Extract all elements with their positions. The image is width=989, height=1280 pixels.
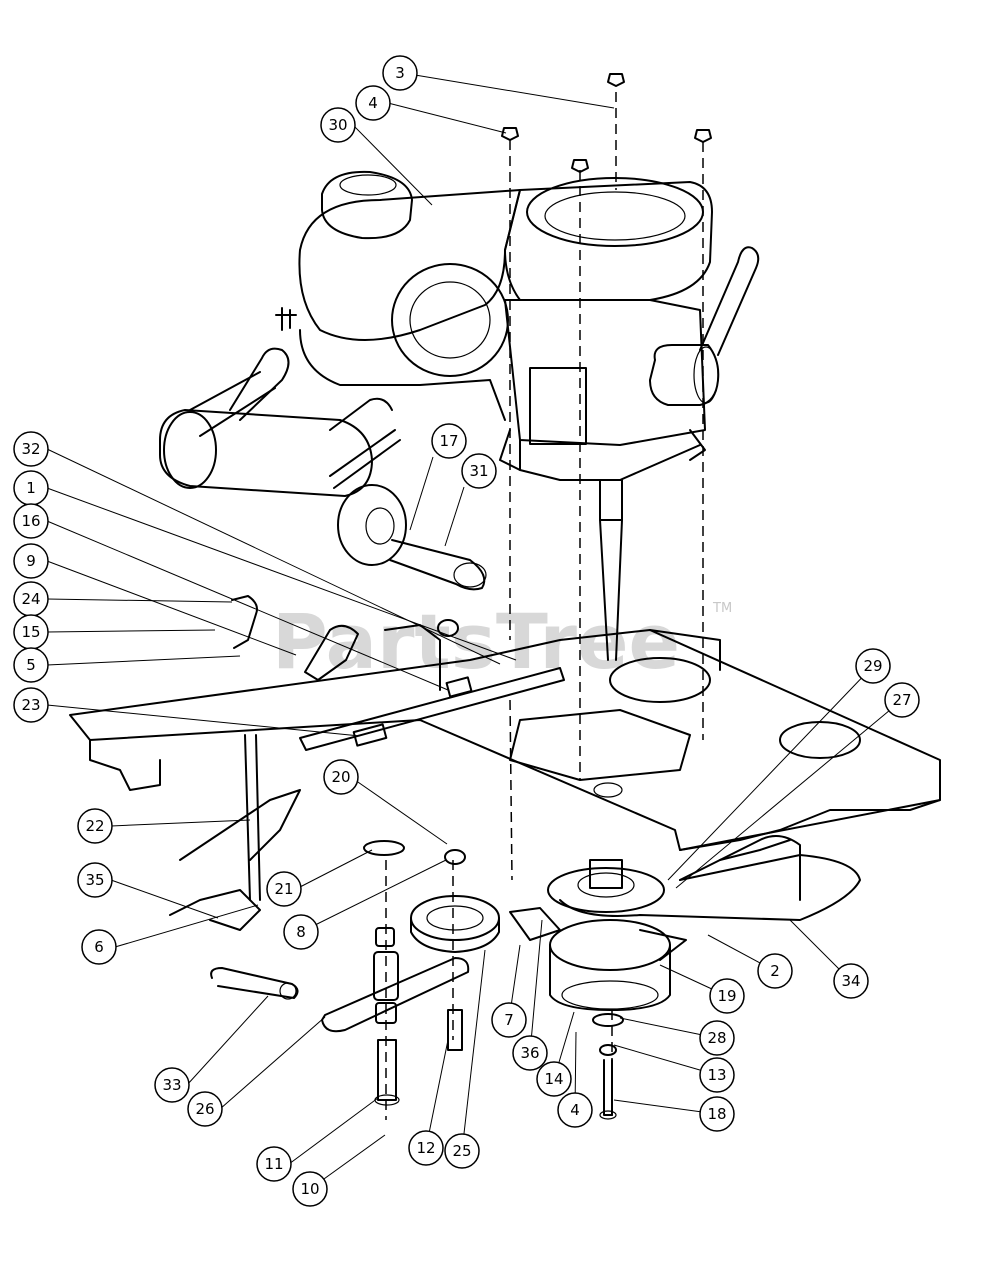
callout-10: 10 — [292, 1171, 328, 1207]
callout-label: 32 — [21, 440, 40, 458]
engine — [275, 170, 760, 661]
callout-26: 26 — [187, 1091, 223, 1127]
watermark: PartsTree TM — [272, 597, 732, 686]
callout-label: 6 — [94, 938, 104, 956]
callout-label: 7 — [504, 1011, 514, 1029]
callout-label: 14 — [544, 1070, 563, 1088]
callout-label: 36 — [520, 1044, 539, 1062]
callout-label: 12 — [416, 1139, 435, 1157]
callout-label: 17 — [439, 432, 458, 450]
callout-label: 13 — [707, 1066, 726, 1084]
callout-8: 8 — [283, 914, 319, 950]
callout-15: 15 — [13, 614, 49, 650]
callout-label: 24 — [21, 590, 40, 608]
callout-label: 10 — [300, 1180, 319, 1198]
callout-label: 4 — [368, 94, 378, 112]
callout-36: 36 — [512, 1035, 548, 1071]
callout-label: 27 — [892, 691, 911, 709]
frame-deck — [69, 629, 941, 901]
callout-label: 15 — [21, 623, 40, 641]
callout-label: 35 — [85, 871, 104, 889]
callout-label: 18 — [707, 1105, 726, 1123]
callout-4b: 4 — [557, 1092, 593, 1128]
callout-label: 30 — [328, 116, 347, 134]
callout-label: 1 — [26, 479, 36, 497]
callout-25: 25 — [444, 1133, 480, 1169]
callout-label: 33 — [162, 1076, 181, 1094]
muffler — [159, 347, 487, 591]
callout-29: 29 — [855, 648, 891, 684]
callout-label: 29 — [863, 657, 882, 675]
callout-label: 16 — [21, 512, 40, 530]
callout-23: 23 — [13, 687, 49, 723]
callout-13: 13 — [699, 1057, 735, 1093]
callout-34: 34 — [833, 963, 869, 999]
callout-label: 22 — [85, 817, 104, 835]
callout-label: 11 — [264, 1155, 283, 1173]
callout-14: 14 — [536, 1061, 572, 1097]
callout-24: 24 — [13, 581, 49, 617]
callout-label: 4 — [570, 1101, 580, 1119]
callout-19: 19 — [709, 978, 745, 1014]
callout-5: 5 — [13, 647, 49, 683]
callout-32: 32 — [13, 431, 49, 467]
callout-label: 26 — [195, 1100, 214, 1118]
callout-label: 2 — [770, 962, 780, 980]
pulleys — [210, 840, 861, 1120]
callout-7: 7 — [491, 1002, 527, 1038]
callout-label: 25 — [452, 1142, 471, 1160]
callout-label: 19 — [717, 987, 736, 1005]
callout-label: 31 — [469, 462, 488, 480]
callout-label: 23 — [21, 696, 40, 714]
callout-9: 9 — [13, 543, 49, 579]
callout-28: 28 — [699, 1020, 735, 1056]
callout-11: 11 — [256, 1146, 292, 1182]
callout-4: 4 — [355, 85, 391, 121]
callout-35: 35 — [77, 862, 113, 898]
callout-6: 6 — [81, 929, 117, 965]
callout-27: 27 — [884, 682, 920, 718]
callout-16: 16 — [13, 503, 49, 539]
callout-18: 18 — [699, 1096, 735, 1132]
callout-label: 34 — [841, 972, 860, 990]
callout-22: 22 — [77, 808, 113, 844]
callout-30: 30 — [320, 107, 356, 143]
leader-lines — [46, 74, 903, 1190]
callout-33: 33 — [154, 1067, 190, 1103]
callout-label: 8 — [296, 923, 306, 941]
callout-1: 1 — [13, 470, 49, 506]
callout-label: 28 — [707, 1029, 726, 1047]
watermark-text: PartsTree — [272, 597, 680, 686]
callout-label: 3 — [395, 64, 405, 82]
callout-label: 20 — [331, 768, 350, 786]
callout-label: 21 — [274, 880, 293, 898]
callout-20: 20 — [323, 759, 359, 795]
callout-31: 31 — [461, 453, 497, 489]
callout-21: 21 — [266, 871, 302, 907]
callout-label: 9 — [26, 552, 36, 570]
watermark-trademark: TM — [712, 601, 732, 616]
callout-17: 17 — [431, 423, 467, 459]
control-rod — [231, 595, 565, 751]
callout-label: 5 — [26, 656, 36, 674]
callout-12: 12 — [408, 1130, 444, 1166]
callout-3: 3 — [382, 55, 418, 91]
callout-2: 2 — [757, 953, 793, 989]
